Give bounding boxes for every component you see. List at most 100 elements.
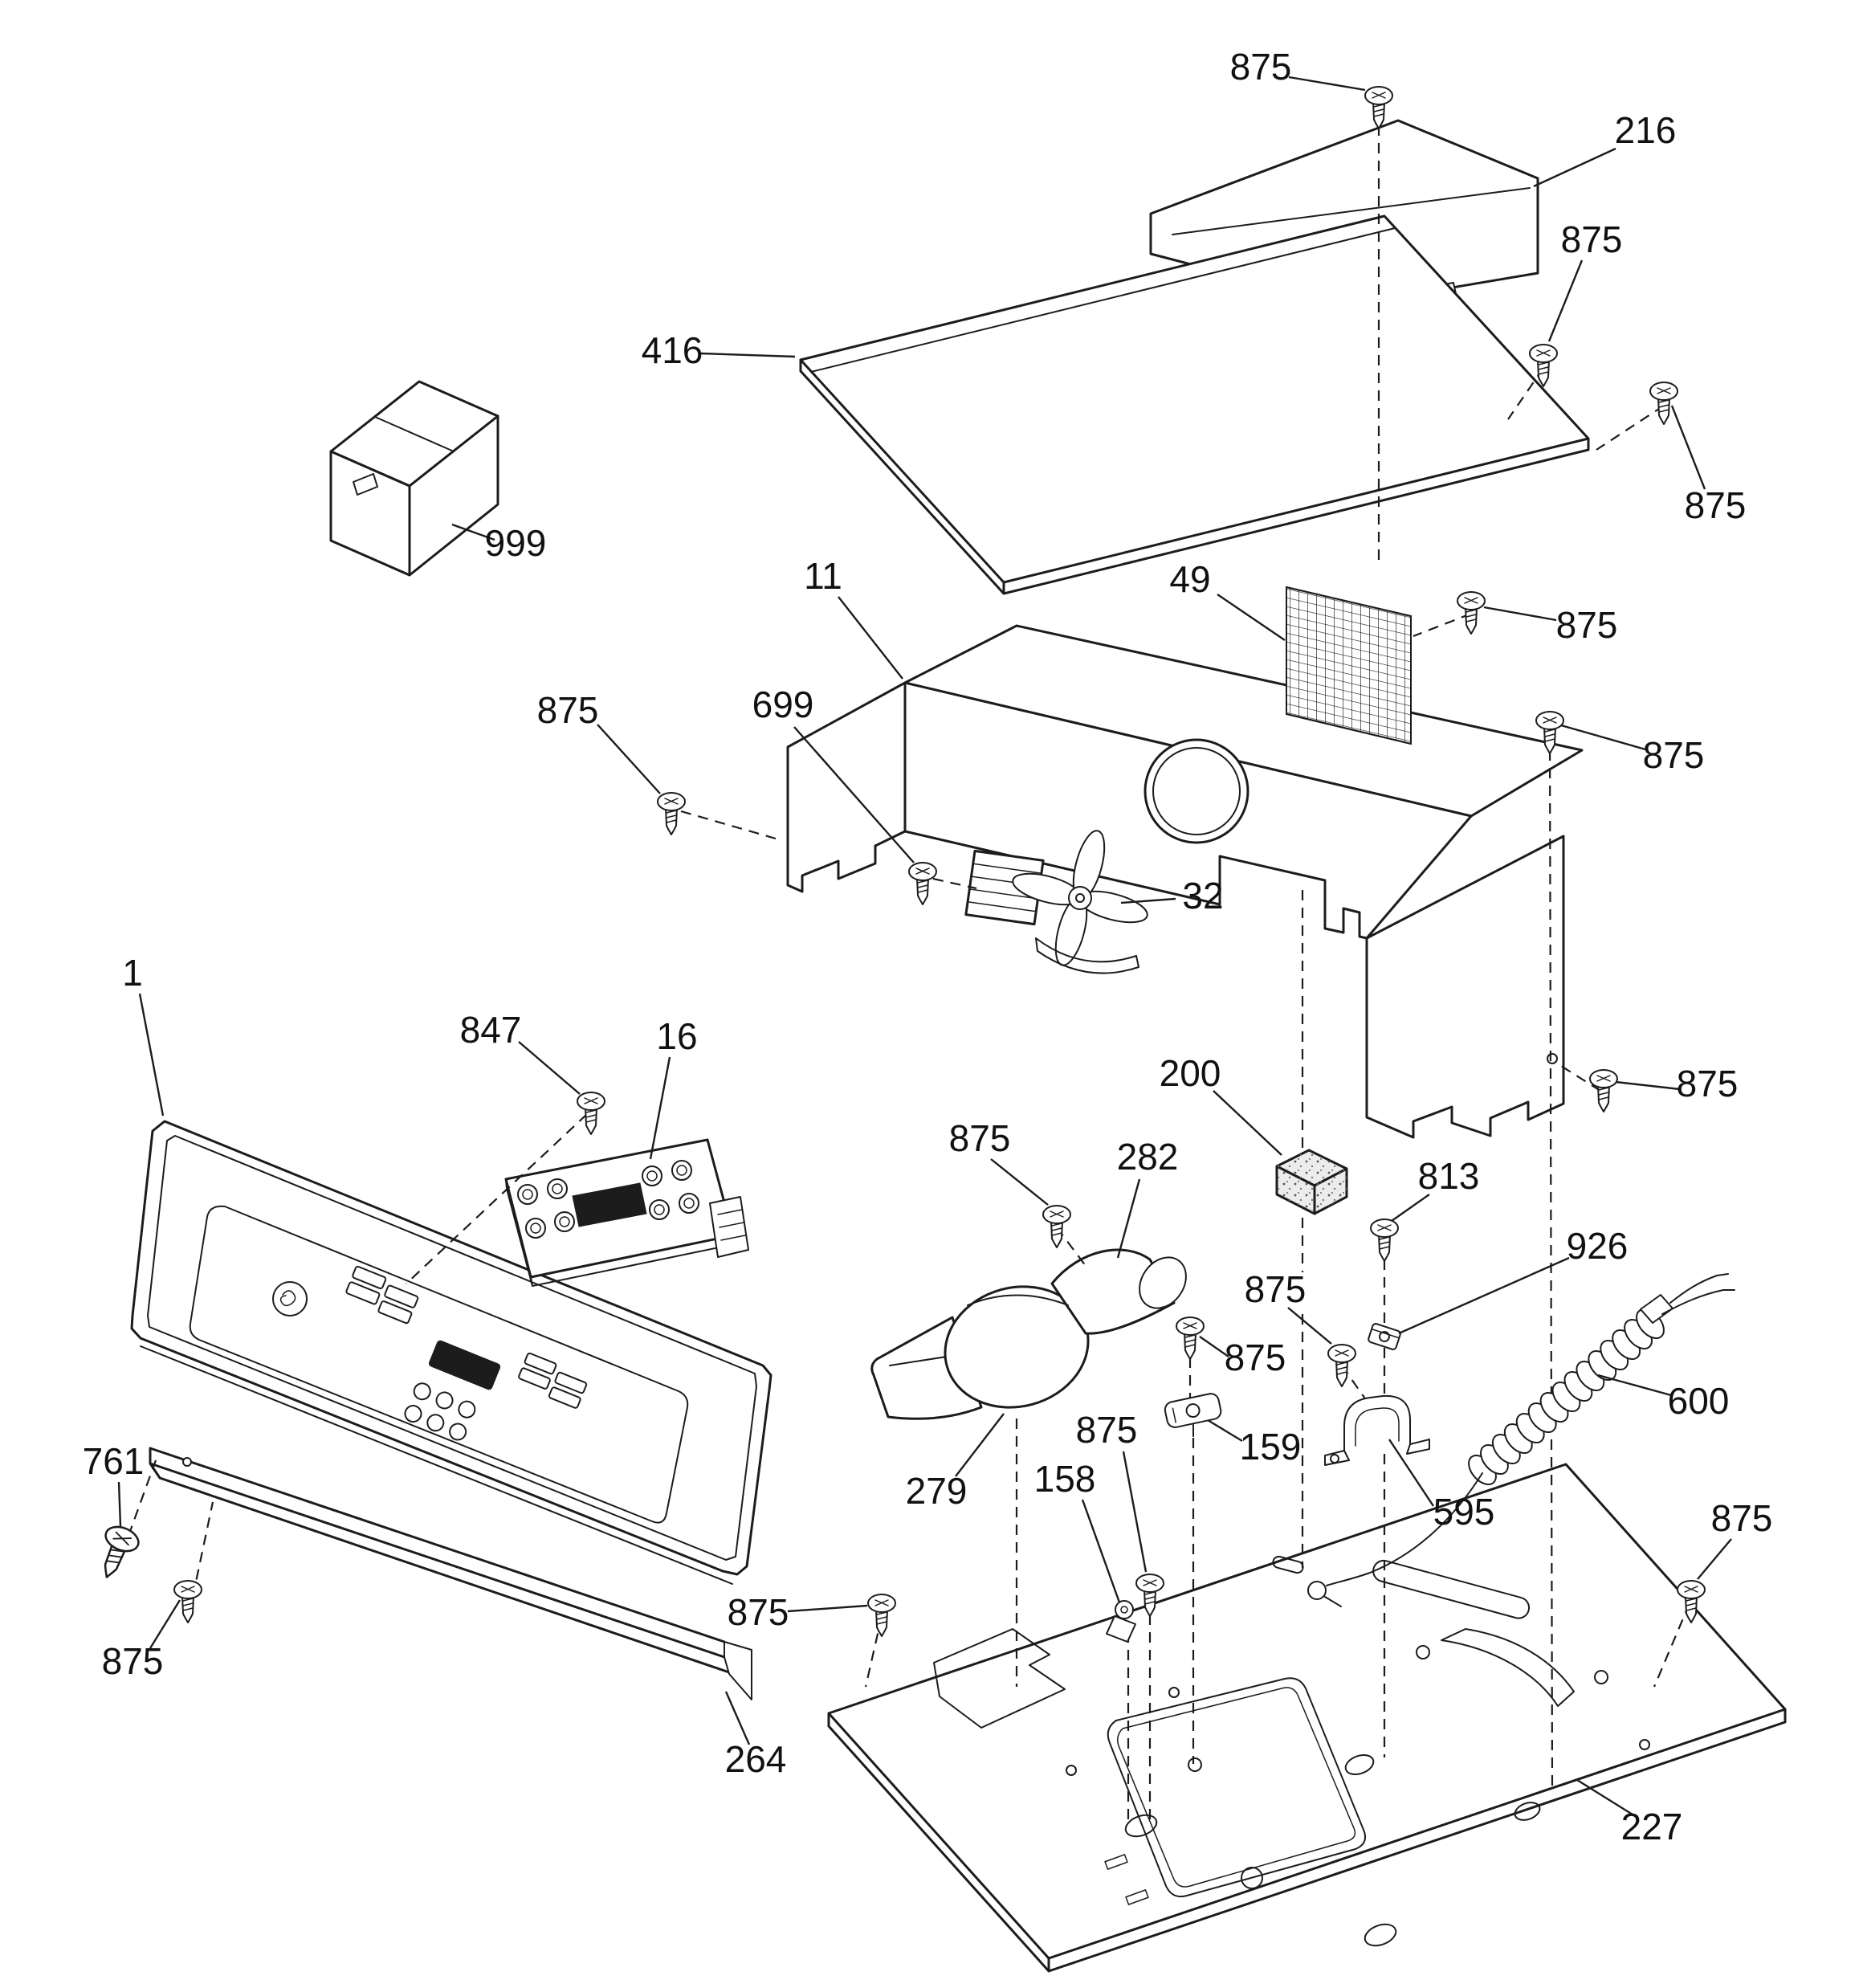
screw-icon (1649, 382, 1678, 425)
part-callout-875: 875 (102, 1640, 164, 1682)
screw-icon (867, 1594, 896, 1637)
duct-outlet (1139, 1256, 1187, 1309)
leader-line (838, 596, 903, 680)
leader-line (1288, 76, 1366, 92)
leader-line (1122, 1451, 1148, 1573)
leader-line (149, 1599, 181, 1649)
part-callout-875: 875 (1677, 1063, 1739, 1104)
leader-line (518, 1041, 581, 1095)
part-callout-875: 875 (1685, 484, 1747, 526)
part-callout-699: 699 (752, 684, 814, 725)
panel-button-cluster-left (345, 1265, 419, 1325)
screw-icon (577, 1092, 605, 1135)
leader-line (1199, 1336, 1229, 1357)
panel-depression (1107, 1677, 1366, 1898)
part-insulation-block-200 (1275, 1149, 1348, 1215)
vent-grille-49 (1286, 586, 1412, 745)
leader-line (1213, 1090, 1282, 1156)
part-fan-32 (964, 830, 1148, 974)
part-callout-200: 200 (1160, 1052, 1221, 1094)
part-callout-875: 875 (1561, 218, 1623, 260)
screw-icon (1370, 1219, 1399, 1262)
panel-display (428, 1340, 501, 1390)
part-callout-875: 875 (1225, 1337, 1286, 1378)
ge-logo (272, 1281, 308, 1316)
part-duct-282 (870, 1248, 1187, 1420)
part-bottom-panel-227 (827, 1463, 1787, 1973)
leader-line (1391, 1194, 1430, 1222)
leader-line (1576, 1778, 1633, 1816)
leader-line (1116, 1178, 1141, 1259)
leader-line (1388, 1439, 1435, 1507)
part-callout-875: 875 (1556, 604, 1618, 646)
leader-line (990, 1158, 1049, 1206)
part-box-999 (329, 380, 499, 577)
part-callout-875: 875 (1711, 1497, 1773, 1539)
leader-line (793, 726, 915, 863)
part-callout-761: 761 (83, 1440, 145, 1482)
panel-button-cluster-right (518, 1352, 588, 1409)
part-callout-216: 216 (1615, 109, 1677, 151)
part-callout-16: 16 (656, 1015, 697, 1057)
screw-icon (908, 862, 937, 905)
part-callout-813: 813 (1418, 1155, 1480, 1197)
part-top-panel-416 (799, 214, 1590, 595)
panel-cutout (933, 1628, 1066, 1729)
leader-line (1081, 1499, 1121, 1603)
leader-line (117, 1481, 122, 1527)
leader-line (1483, 606, 1557, 622)
part-clip-926 (1368, 1323, 1401, 1350)
part-callout-11: 11 (804, 555, 842, 597)
part-callout-279: 279 (906, 1470, 968, 1512)
part-callout-227: 227 (1621, 1806, 1683, 1847)
part-callout-847: 847 (460, 1009, 522, 1051)
board-connector (709, 1196, 749, 1258)
screw-icon (657, 792, 686, 835)
part-bracket-158 (1106, 1600, 1136, 1643)
leader-line (1217, 594, 1286, 641)
part-callout-875: 875 (728, 1591, 789, 1633)
leader-line (1597, 1374, 1672, 1397)
part-callout-875: 875 (1230, 46, 1292, 88)
part-harness-600 (1307, 1273, 1735, 1607)
part-callout-875: 875 (1643, 734, 1705, 776)
part-callout-875: 875 (1076, 1409, 1138, 1451)
screw-icon (1457, 591, 1486, 635)
screw-icon (1364, 86, 1393, 129)
leader-line (451, 523, 495, 541)
part-control-panel-1 (130, 1120, 773, 1585)
part-callout-159: 159 (1240, 1426, 1302, 1468)
part-callout-158: 158 (1034, 1458, 1096, 1500)
screw-icon (1042, 1205, 1071, 1248)
leader-line (724, 1691, 751, 1745)
part-callout-875: 875 (949, 1117, 1011, 1159)
callout-leaders (117, 76, 1732, 1816)
part-callout-416: 416 (642, 329, 703, 371)
part-callout-595: 595 (1433, 1491, 1495, 1533)
leader-line (597, 724, 661, 794)
leader-line (699, 352, 796, 358)
screw-icon (89, 1521, 144, 1585)
part-callout-264: 264 (725, 1738, 787, 1780)
screw-icon (1327, 1344, 1356, 1387)
part-callout-282: 282 (1117, 1136, 1179, 1178)
leader-line (787, 1604, 868, 1613)
part-callout-600: 600 (1668, 1380, 1730, 1422)
leader-line (1533, 147, 1616, 188)
part-callout-49: 49 (1169, 558, 1210, 600)
panel-button-cluster-center (404, 1382, 476, 1441)
leader-line (1697, 1538, 1732, 1580)
part-callout-1: 1 (122, 952, 143, 994)
leader-line (1287, 1307, 1332, 1345)
leader-line (1398, 1256, 1570, 1335)
screw-icon (1589, 1069, 1618, 1112)
board-display (572, 1182, 647, 1227)
leader-line (1547, 259, 1584, 342)
part-callout-875: 875 (1245, 1268, 1307, 1310)
part-callout-926: 926 (1567, 1225, 1629, 1267)
leader-line (1615, 1080, 1681, 1091)
leader-line (955, 1413, 1005, 1477)
panel-slot (1372, 1559, 1531, 1619)
